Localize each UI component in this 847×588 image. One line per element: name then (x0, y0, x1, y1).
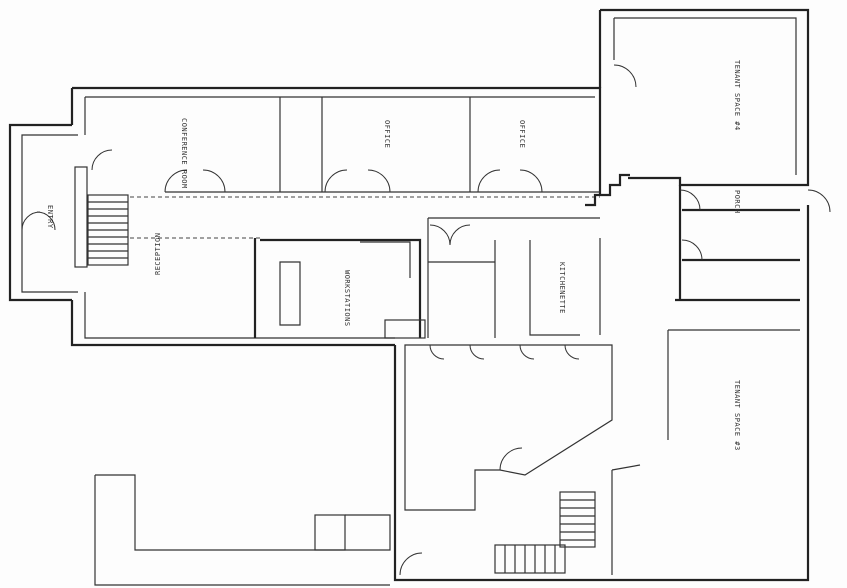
tenant-3-wall (611, 329, 800, 575)
entry-bay-inner-wall (21, 134, 78, 293)
tenant-4-wall (598, 8, 810, 187)
room-label-entry: ENTRY (46, 205, 54, 229)
main-block-inner-wall (84, 96, 595, 339)
corridor-dashed-line (130, 196, 600, 239)
room-label-kitchenette: KITCHENETTE (558, 262, 566, 314)
tenant-4-inner-wall (613, 17, 797, 175)
room-label-reception: RECEPTION (154, 233, 162, 275)
room-label-office-1: OFFICE (383, 120, 391, 148)
service-rooms (427, 217, 601, 338)
room-label-workstations: WORKSTATIONS (343, 270, 351, 327)
diagonal-wall (404, 344, 613, 511)
door-swings (21, 64, 831, 576)
room-label-tenant-4: TENANT SPACE #4 (733, 60, 741, 131)
room-label-tenant-3: TENANT SPACE #3 (733, 380, 741, 451)
room-label-porch: PORCH (733, 190, 741, 214)
workstation-wall (253, 238, 422, 338)
entry-bay-wall (8, 123, 72, 302)
office-partitions (165, 97, 600, 193)
stair-left (74, 166, 129, 268)
right-block-wall (393, 185, 810, 582)
counter-block (384, 319, 426, 339)
stepped-corridor-wall (585, 173, 630, 207)
room-label-office-2: OFFICE (518, 120, 526, 148)
workstation-counter (279, 241, 411, 326)
room-label-conference: CONFERENCE ROOM (180, 118, 188, 189)
stair-lower (314, 491, 596, 574)
annex-wall (94, 474, 391, 586)
